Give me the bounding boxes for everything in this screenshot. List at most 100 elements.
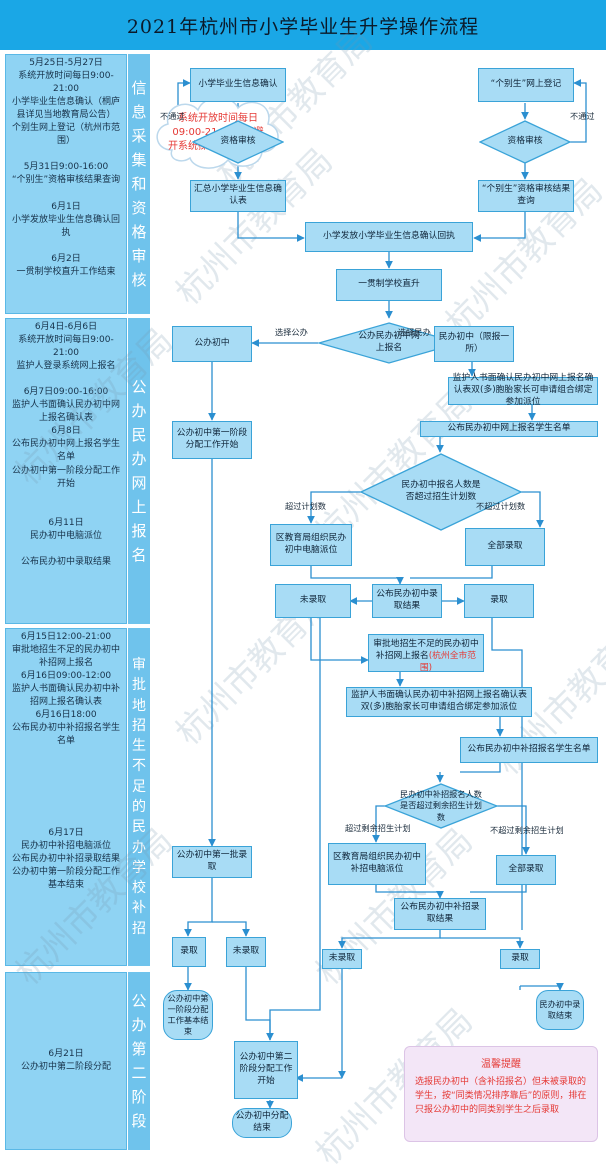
box-alloc-end: 公办初中分配结束: [232, 1108, 292, 1138]
stage-label-char: 民: [132, 819, 146, 836]
stage-info-line: 6月8日: [51, 426, 81, 437]
stage-label-char: 信: [131, 79, 147, 97]
label-choose-public: 选择公办: [275, 327, 308, 337]
stage-label: 信息采集和资格审核: [131, 76, 146, 292]
stage-label-char: 招: [132, 717, 146, 734]
box-straight-up: 一贯制学校直升: [336, 269, 442, 301]
box-guardian-confirm: 监护人书面确认民办初中网上报名确认表双(多)胞胎家长可申请组合绑定参加派位: [448, 373, 598, 407]
stage-info-line: 6月17日: [48, 827, 84, 838]
stage1-band: 信息采集和资格审核: [128, 54, 150, 314]
stage-label-char: 地: [132, 697, 146, 714]
stage-label-char: 公: [131, 378, 147, 396]
box-special-register: “个别生”网上登记: [478, 68, 574, 102]
stage-label-char: 集: [131, 151, 147, 169]
stage-info-line: 6月15日12:00-21:00: [20, 632, 112, 642]
page-title: 2021年杭州市小学毕业生升学操作流程: [0, 0, 606, 50]
stage-info-line: 6月1日: [51, 201, 81, 212]
stage-label: 审批地招生不足的民办学校补招: [132, 655, 146, 939]
box-admitted-1: 录取: [464, 584, 534, 618]
box-guardian-confirm-2: 监护人书面确认民办初中补招网上报名确认表双(多)胞胎家长可申请组合绑定参加派位: [346, 687, 532, 717]
box-supp-apply: 审批地招生不足的民办初中补招网上报名(杭州全市范围): [368, 634, 484, 673]
stage-label-char: 办: [131, 402, 147, 420]
box-summary-table: 汇总小学毕业生信息确认表: [190, 180, 286, 212]
stage-label-char: 学: [132, 859, 146, 876]
label-not-pass-1: 不通过: [160, 111, 185, 121]
diamond-supp-decision: 民办初中补招报名人数是否超过剩余招生计划数: [384, 783, 498, 829]
stage-info-line: 一贯制学校直升工作结束: [16, 266, 116, 277]
box-bureau-lottery: 区教育局组织民办初中电脑派位: [270, 524, 352, 566]
stage-info-line: 审批地招生不足的民办初中补招网上报名: [11, 645, 120, 669]
stage-label-char: 采: [131, 127, 147, 145]
stage-info-line: 6月2日: [51, 253, 81, 264]
box-supp-result: 公布民办初中补招录取结果: [394, 898, 486, 930]
stage-label-char: 办: [131, 1016, 147, 1034]
stage-label-char: 核: [131, 271, 147, 289]
box-all-admit-2: 全部录取: [496, 855, 556, 885]
stage-label-char: 审: [131, 247, 147, 265]
tip-box: 温馨提醒 选报民办初中（含补招报名）但未被录取的学生，按“同类情况排序靠后”的原…: [404, 1046, 598, 1142]
box-private-result: 公布民办初中录取结果: [372, 584, 442, 618]
box-public-phase1-start: 公办初中第一阶段分配工作开始: [172, 421, 252, 459]
stage-label: 公办民办网上报名: [131, 375, 146, 567]
stage-label-char: 第: [131, 1040, 147, 1058]
stage-info-line: 6月11日: [48, 517, 84, 528]
box-private-one: 民办初中（限报一所）: [434, 326, 514, 362]
stage-label-char: 网: [131, 474, 147, 492]
stage-info-line: 小学毕业生信息确认（桐庐县详见当地教育局公告）: [11, 97, 120, 121]
box-private-end: 民办初中录取结束: [536, 990, 584, 1030]
stage-label-char: 和: [131, 175, 147, 193]
label-not-pass-2: 不通过: [570, 111, 595, 121]
stage-label-char: 审: [132, 656, 146, 673]
stage-label-char: 生: [132, 738, 146, 755]
stage-label-char: 办: [131, 450, 147, 468]
box-bureau-lottery-2: 区教育局组织民办初中补招电脑派位: [328, 843, 426, 885]
stage-info-line: 监护人书面确认民办初中网上报名确认表: [11, 400, 120, 424]
stage-info-line: 公布民办初中录取结果: [20, 556, 111, 567]
stage-info-line: 个别生网上登记（杭州市范围）: [11, 123, 120, 147]
stage-info-line: 监护人登录系统网上报名: [16, 361, 116, 372]
stage-label-char: 的: [132, 799, 146, 815]
stage-info-line: 系统开放时间每日9:00-21:00: [18, 71, 114, 95]
stage2-band: 公办民办网上报名: [128, 318, 150, 624]
stage3-band: 审批地招生不足的民办学校补招: [128, 628, 150, 966]
supp-scope-note: (杭州全市范围): [419, 650, 477, 673]
label-exceed: 超过计划数: [285, 501, 326, 511]
stage-label-char: 阶: [131, 1088, 147, 1106]
box-admitted-2: 录取: [172, 937, 206, 967]
stage-label-char: 公: [131, 992, 147, 1010]
box-not-admitted-2: 未录取: [226, 937, 266, 967]
stage-label-char: 报: [131, 522, 147, 540]
box-phase2-start: 公办初中第二阶段分配工作开始: [234, 1041, 298, 1099]
label-not-exceed: 不超过计划数: [476, 501, 526, 511]
stage-info-line: 小学发放毕业生信息确认回执: [11, 214, 120, 238]
box-supp-list: 公布民办初中补招报名学生名单: [460, 737, 598, 763]
diamond-review-1: 资格审核: [192, 120, 284, 164]
stage-label-char: 足: [132, 778, 146, 795]
box-not-admitted-1: 未录取: [275, 584, 351, 618]
stage-info-line: 6月16日18:00: [35, 710, 97, 721]
label-not-exceed-2: 不超过剩余招生计划: [490, 825, 564, 835]
box-not-admitted-3: 未录取: [322, 949, 362, 969]
stage3-info-panel: 6月15日12:00-21:00 审批地招生不足的民办初中补招网上报名 6月16日0…: [5, 628, 127, 966]
stage-info-line: 5月31日9:00-16:00: [23, 162, 109, 173]
stage-label-char: 上: [131, 498, 147, 516]
diamond-review-2: 资格审核: [479, 120, 571, 164]
stage-label-char: 名: [131, 546, 147, 564]
stage-info-line: 6月16日09:00-12:00: [20, 671, 112, 682]
box-publish-private-list: 公布民办初中网上报名学生名单: [420, 421, 598, 437]
box-confirm-info: 小学毕业生信息确认: [190, 68, 286, 102]
stage-info-line: 6月7日09:00-16:00: [23, 387, 109, 398]
box-phase1-end: 公办初中第一阶段分配工作基本结束: [163, 990, 213, 1040]
tip-title: 温馨提醒: [481, 1059, 521, 1070]
label-choose-private: 选择民办: [398, 327, 431, 337]
stage-label-char: 不: [132, 758, 146, 775]
stage-label-char: 办: [132, 839, 146, 856]
stage-info-line: 6月21日: [48, 1048, 84, 1059]
diamond-count-decision: 民办初中报名人数是否超过招生计划数: [360, 453, 522, 531]
stage-info-line: 公布民办初中补招报名学生名单: [11, 723, 120, 747]
box-receipt: 小学发放小学毕业生信息确认回执: [305, 222, 473, 252]
stage-label-char: 批: [132, 677, 146, 694]
box-admitted-3: 录取: [500, 949, 540, 969]
